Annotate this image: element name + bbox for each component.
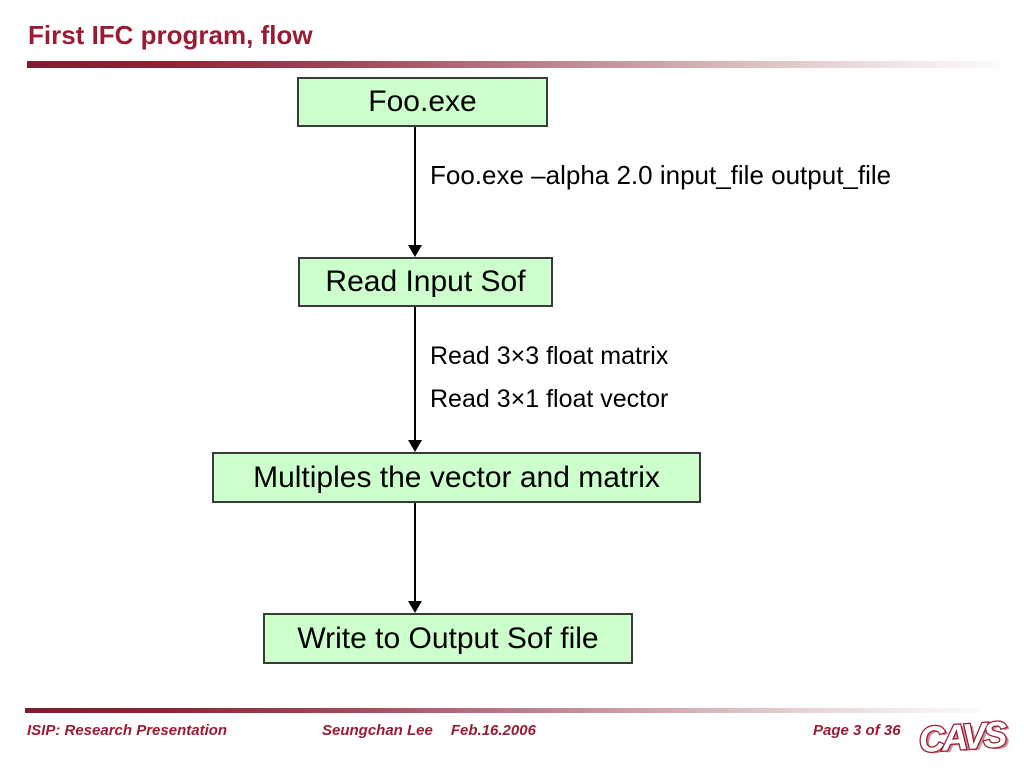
flow-box-foo-exe: Foo.exe [297,77,548,127]
arrow-head-1 [408,245,422,257]
cavs-logo-text: CAVS [918,714,1009,760]
flow-box-write-output-sof: Write to Output Sof file [263,613,633,664]
flow-box-label: Foo.exe [368,85,477,118]
annotation-command-line: Foo.exe –alpha 2.0 input_file output_fil… [430,160,892,190]
flow-box-label: Read Input Sof [325,265,526,298]
flow-box-label: Multiples the vector and matrix [253,460,660,494]
cavs-logo: CAVS CAVS [916,714,1012,762]
footer-divider-rule [25,708,980,713]
arrow-head-2 [408,440,422,452]
title-divider-rule [27,61,1000,68]
flow-box-read-input-sof: Read Input Sof [298,257,553,307]
arrow-line-2 [414,307,416,441]
arrow-line-3 [414,503,416,603]
footer-presentation-title: ISIP: Research Presentation [27,722,228,739]
cavs-logo-shadow-text: CAVS [921,715,1012,762]
flow-box-multiply-vector-matrix: Multiples the vector and matrix [212,452,701,503]
arrow-head-3 [408,601,422,613]
slide-title: First IFC program, flow [28,20,313,50]
footer-author-date: Seungchan Lee Feb.16.2006 [322,722,536,739]
footer-date: Feb.16.2006 [450,722,536,739]
flow-box-label: Write to Output Sof file [297,621,599,655]
annotation-read-matrix: Read 3×3 float matrix [430,342,669,370]
footer-author: Seungchan Lee [322,722,433,739]
arrow-line-1 [414,127,416,247]
annotation-read-vector: Read 3×1 float vector [430,385,669,413]
footer-page-number: Page 3 of 36 [813,722,901,739]
